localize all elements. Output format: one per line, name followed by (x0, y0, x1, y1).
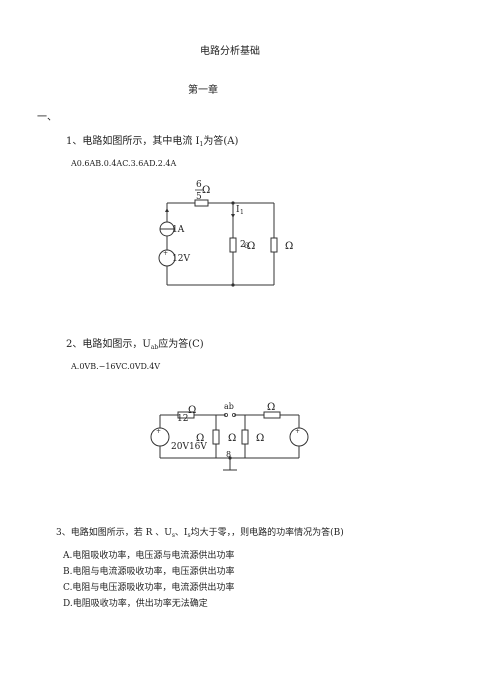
q1-mid-res-num: 2 (240, 240, 246, 250)
q1-current-sub: 1 (240, 209, 244, 216)
q1-circuit-diagram: + 6 5 Ω I 1 1A 12V 2 6 Ω Ω (158, 180, 293, 287)
q1-node-bottom (231, 283, 235, 287)
q2-right-inner-ohm: Ω (256, 433, 264, 444)
q1-arrow-up-icon (165, 208, 169, 212)
q1-current-arrow-icon (231, 214, 235, 218)
q1-stem: 1、电路如图所示，其中电流 I1为答(A) (66, 136, 239, 148)
q1-right-resistor (270, 237, 278, 253)
q2-left-top-ohm: Ω (188, 405, 196, 416)
q1-mid-res-den: 6 (244, 242, 249, 250)
q2-ab-label: ab (224, 402, 234, 411)
q2-options: A.0VB.−16VC.0VD.4V (71, 362, 161, 371)
q2-res-12-label: 12 (177, 414, 188, 424)
q3-option-c: C.电阻与电压源吸收功率，电流源供出功率 (63, 583, 235, 593)
q2-left-inner-resistor (212, 429, 220, 445)
q1-top-resistor (194, 199, 209, 207)
q1-options: A0.6AB.0.4AC.3.6AD.2.4A (71, 159, 177, 168)
q1-source-12v-label: 12V (172, 254, 190, 264)
q1-node-top (231, 201, 235, 205)
q1-top-res-ohm: Ω (202, 185, 210, 196)
q2-mid-ohm: Ω (228, 433, 236, 444)
q1-voltage-source (158, 249, 176, 267)
q1-plus-sign: + (163, 250, 168, 257)
q2-left-voltage-source (150, 427, 170, 447)
q2-right-voltage-source (289, 427, 309, 447)
q1-top-res-den: 5 (196, 192, 202, 202)
q2-circuit-diagram: + + 12 Ω ab Ω Ω Ω Ω 20V16V 8 (150, 402, 309, 471)
q2-left-plus: + (156, 428, 161, 435)
q2-node-8-label: 8 (226, 450, 231, 459)
q2-right-plus: + (295, 428, 300, 435)
q2-sources-label: 20V16V (171, 442, 207, 452)
q2-terminal-b (231, 412, 236, 417)
q2-left-top-resistor (177, 411, 195, 419)
q2-right-inner-resistor (241, 429, 249, 445)
q2-stem: 2、电路如图示，Uab应为答(C) (66, 339, 204, 351)
q2-right-top-ohm: Ω (267, 402, 275, 413)
q1-top-res-num: 6 (196, 180, 202, 190)
q3-option-d: D.电阻吸收功率，供出功率无法确定 (63, 599, 208, 609)
section-label: 一、 (37, 112, 57, 123)
q3-option-a: A.电阻吸收功率，电压源与电流源供出功率 (63, 551, 235, 561)
q1-current-label: I (236, 205, 240, 215)
document-title: 电路分析基础 (200, 46, 260, 57)
chapter-heading: 第一章 (188, 85, 218, 96)
q1-mid-resistor (229, 237, 237, 253)
q2-left-inner-ohm: Ω (196, 433, 204, 444)
q1-right-res-ohm: Ω (285, 241, 293, 252)
q2-node-ground (228, 456, 232, 460)
q3-stem: 3、电路如图所示，若 R 、Us、Is均大于零，，则电路的功率情况为答(B) (56, 528, 344, 539)
q1-source-1a-label: 1A (172, 225, 185, 235)
q1-mid-res-ohm: Ω (247, 241, 255, 252)
q2-right-top-resistor (263, 411, 281, 419)
q3-option-b: B.电阻与电流源吸收功率，电压源供出功率 (63, 567, 235, 577)
q2-terminal-a (223, 412, 228, 417)
